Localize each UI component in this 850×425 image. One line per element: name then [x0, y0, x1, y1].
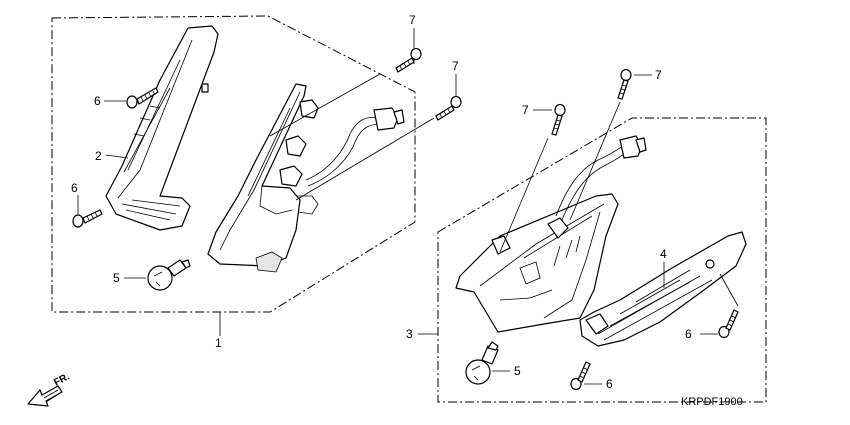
screw-7-c — [551, 103, 566, 136]
front-direction-arrow: FR. — [27, 371, 72, 407]
callout-4: 4 — [660, 247, 667, 261]
callout-6-right-lens: 6 — [685, 327, 692, 341]
right-housing — [455, 135, 647, 333]
screw-6-lower-right — [570, 361, 591, 391]
callout-7-d: 7 — [655, 68, 662, 82]
screw-6-lower-left — [72, 209, 103, 228]
screw-7-b — [435, 95, 462, 121]
callout-5-left: 5 — [113, 271, 120, 285]
callout-6-upper-left: 6 — [94, 94, 101, 108]
drawing-code: KRPDF1900 — [681, 396, 743, 408]
right-outer-lens — [579, 231, 747, 347]
screw-7-a — [395, 47, 422, 73]
left-housing — [207, 83, 405, 273]
callout-6-lower-left: 6 — [71, 181, 78, 195]
bulb-left — [147, 259, 191, 291]
callout-7-a: 7 — [409, 13, 416, 27]
callout-2: 2 — [95, 149, 102, 163]
screw-6-upper-left — [126, 87, 159, 109]
callout-7-c: 7 — [522, 103, 529, 117]
left-outer-lens — [105, 25, 219, 231]
callout-1: 1 — [215, 336, 222, 350]
right-assembly-frame — [437, 117, 767, 403]
callout-3: 3 — [406, 327, 413, 341]
fr-label: FR. — [52, 371, 72, 388]
left-assembly-frame — [51, 15, 416, 313]
callout-6-lower-right: 6 — [606, 377, 613, 391]
screw-7-d — [617, 68, 632, 100]
callout-7-b: 7 — [452, 59, 459, 73]
screw-6-right-lens — [718, 309, 739, 339]
bulb-right — [465, 341, 499, 385]
callout-5-right: 5 — [514, 364, 521, 378]
